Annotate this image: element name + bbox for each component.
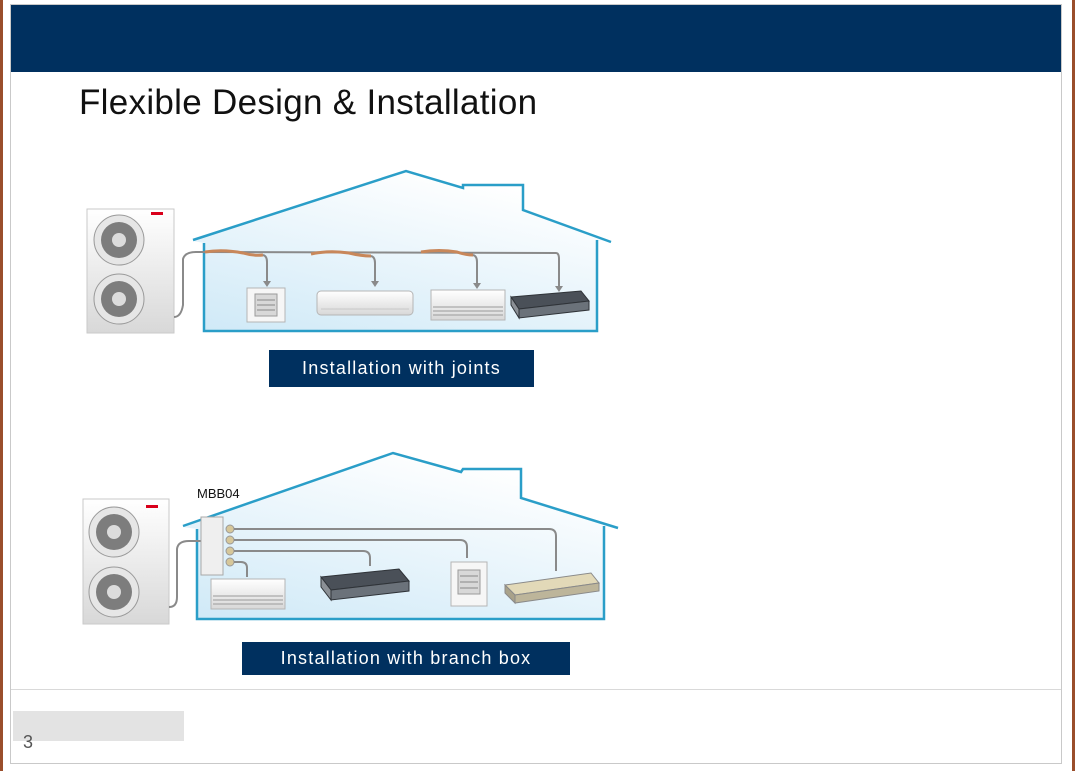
house-outline xyxy=(193,171,611,331)
house-walls xyxy=(195,526,606,621)
house-walls xyxy=(202,240,599,333)
slim-duct-unit xyxy=(503,572,600,605)
house-outline xyxy=(183,453,618,619)
header-bar xyxy=(11,5,1061,72)
house-roof-line xyxy=(192,169,612,244)
branch-box-label: MBB04 xyxy=(197,486,240,501)
branch-pipes xyxy=(234,528,557,577)
branch-box xyxy=(200,516,235,576)
branch-drops xyxy=(262,254,478,284)
left-edge xyxy=(0,0,3,771)
duct-unit xyxy=(320,568,410,602)
diagram-joints xyxy=(86,169,612,334)
slide: Flexible Design & Installation xyxy=(10,4,1062,764)
main-pipe xyxy=(173,250,560,318)
slide-title: Flexible Design & Installation xyxy=(79,83,538,122)
diagram-branch-box xyxy=(82,451,619,625)
brand-logo xyxy=(151,212,163,215)
wall-mounted-unit xyxy=(316,290,414,316)
footer-divider xyxy=(11,689,1061,690)
right-edge xyxy=(1072,0,1075,771)
cassette-unit xyxy=(246,287,286,323)
page-number: 3 xyxy=(23,732,34,752)
cassette-unit xyxy=(450,561,488,607)
installation-diagrams xyxy=(82,169,619,625)
ceiling-floor-unit xyxy=(430,289,506,321)
footer-placeholder xyxy=(13,711,184,741)
outdoor-unit xyxy=(86,208,175,334)
main-pipe xyxy=(168,540,203,608)
refnet-joints xyxy=(204,249,474,258)
caption-installation-joints: Installation with joints xyxy=(269,350,534,387)
house-roof-line xyxy=(182,451,619,530)
drop-arrows xyxy=(263,281,563,292)
ceiling-floor-unit xyxy=(210,578,286,610)
caption-installation-branch-box: Installation with branch box xyxy=(242,642,570,675)
outdoor-unit xyxy=(82,498,170,625)
brand-logo xyxy=(146,505,158,508)
duct-unit xyxy=(510,290,590,320)
